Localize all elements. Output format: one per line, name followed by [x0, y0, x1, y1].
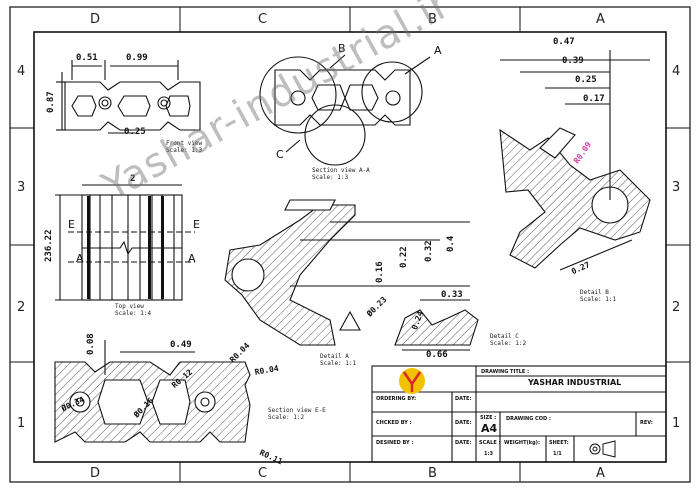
section-ee-caption: Section view E-E Scale: 1:2 — [268, 407, 326, 421]
sheet-value: 1/1 — [553, 451, 562, 457]
scale-label: SCALE : — [479, 440, 501, 446]
title-block — [232, 365, 667, 463]
zone-row-1-left: 1 — [17, 416, 26, 431]
section-ee-dim-h: 0.08 — [86, 333, 96, 355]
detail-b-dim-d3: 0.25 — [575, 75, 597, 85]
zone-row-2-right: 2 — [672, 300, 681, 315]
section-aa-profile — [259, 54, 431, 166]
top-view-caption: Top view Scale: 1:4 — [115, 303, 152, 317]
front-dim-b: 0.25 — [124, 127, 146, 137]
front-view-caption: Front view Scale: 1:3 — [166, 140, 203, 154]
zone-col-d-top: D — [90, 12, 101, 27]
section-letter-a-right: A — [188, 252, 196, 265]
section-aa-label-c: C — [276, 148, 284, 161]
detail-c-profile — [394, 299, 479, 351]
front-dim-h: 0.87 — [46, 91, 56, 113]
section-ee-profile — [54, 340, 251, 443]
detail-b-profile — [499, 50, 651, 271]
zone-row-4-left: 4 — [17, 64, 26, 79]
zone-row-3-left: 3 — [17, 180, 26, 195]
company-logo — [399, 368, 425, 394]
drawing-code-label: DRAWING COD : — [506, 416, 551, 422]
zone-col-b-top: B — [428, 12, 437, 27]
detail-b-dim-d4: 0.17 — [583, 94, 605, 104]
zone-row-4-right: 4 — [672, 64, 681, 79]
detail-a-dim-v2: 0.22 — [399, 246, 409, 268]
front-dim-w1: 0.51 — [76, 53, 98, 63]
weight-label: WEIGHT(kg): — [504, 440, 540, 446]
designed-date-label: DATE: — [455, 440, 472, 446]
size-label: SIZE : — [480, 415, 497, 421]
detail-a-dim-v3: 0.32 — [424, 240, 434, 262]
zone-col-c-top: C — [258, 12, 268, 27]
zone-row-3-right: 3 — [672, 180, 681, 195]
zone-col-a-top: A — [596, 12, 605, 27]
detail-c-caption: Detail C Scale: 1:2 — [490, 333, 527, 347]
zone-col-d-bottom: D — [90, 466, 101, 481]
sheet-label: SHEET: — [549, 440, 569, 446]
section-aa-caption: Section view A-A Scale: 1:3 — [312, 167, 370, 181]
zone-col-b-bottom: B — [428, 466, 437, 481]
section-letter-a-left: A — [76, 252, 84, 265]
company-name: YASHAR INDUSTRIAL — [528, 378, 622, 387]
detail-c-dim-w2: 0.66 — [426, 350, 448, 360]
rev-label: REV: — [640, 420, 653, 426]
zone-row-1-right: 1 — [672, 416, 681, 431]
section-letter-e-right: E — [193, 218, 200, 231]
drawing-title-label: DRAWING TITLE : — [481, 369, 530, 375]
projection-symbol-icon — [589, 440, 616, 458]
detail-a-profile — [224, 199, 470, 346]
ordering-date-label: DATE: — [455, 396, 472, 402]
top-dim-w: 2 — [130, 174, 136, 184]
checked-label: CHCKED BY : — [376, 420, 412, 426]
designed-label: DESINED BY : — [376, 440, 414, 446]
detail-a-dim-v1: 0.16 — [375, 261, 385, 283]
front-dim-w2: 0.99 — [126, 53, 148, 63]
section-aa-label-a: A — [434, 44, 442, 57]
ordering-label: ORDERING BY: — [376, 396, 417, 402]
zone-col-a-bottom: A — [596, 466, 605, 481]
top-dim-h: 236.22 — [44, 229, 54, 262]
zone-row-2-left: 2 — [17, 300, 26, 315]
zone-col-c-bottom: C — [258, 466, 268, 481]
detail-a-caption: Detail A Scale: 1:1 — [320, 353, 357, 367]
section-aa-label-b: B — [338, 42, 346, 55]
detail-c-dim-w1: 0.33 — [441, 290, 463, 300]
detail-b-dim-d2: 0.39 — [562, 56, 584, 66]
scale-value: 1:3 — [484, 451, 493, 457]
detail-b-dim-d1: 0.47 — [553, 37, 575, 47]
detail-a-dim-v4: 0.4 — [446, 235, 456, 252]
section-letter-e-left: E — [68, 218, 75, 231]
front-view-profile — [56, 60, 201, 134]
detail-b-caption: Detail B Scale: 1:1 — [580, 289, 617, 303]
section-ee-dim-w: 0.49 — [170, 340, 192, 350]
size-value: A4 — [481, 422, 498, 435]
checked-date-label: DATE: — [455, 420, 472, 426]
